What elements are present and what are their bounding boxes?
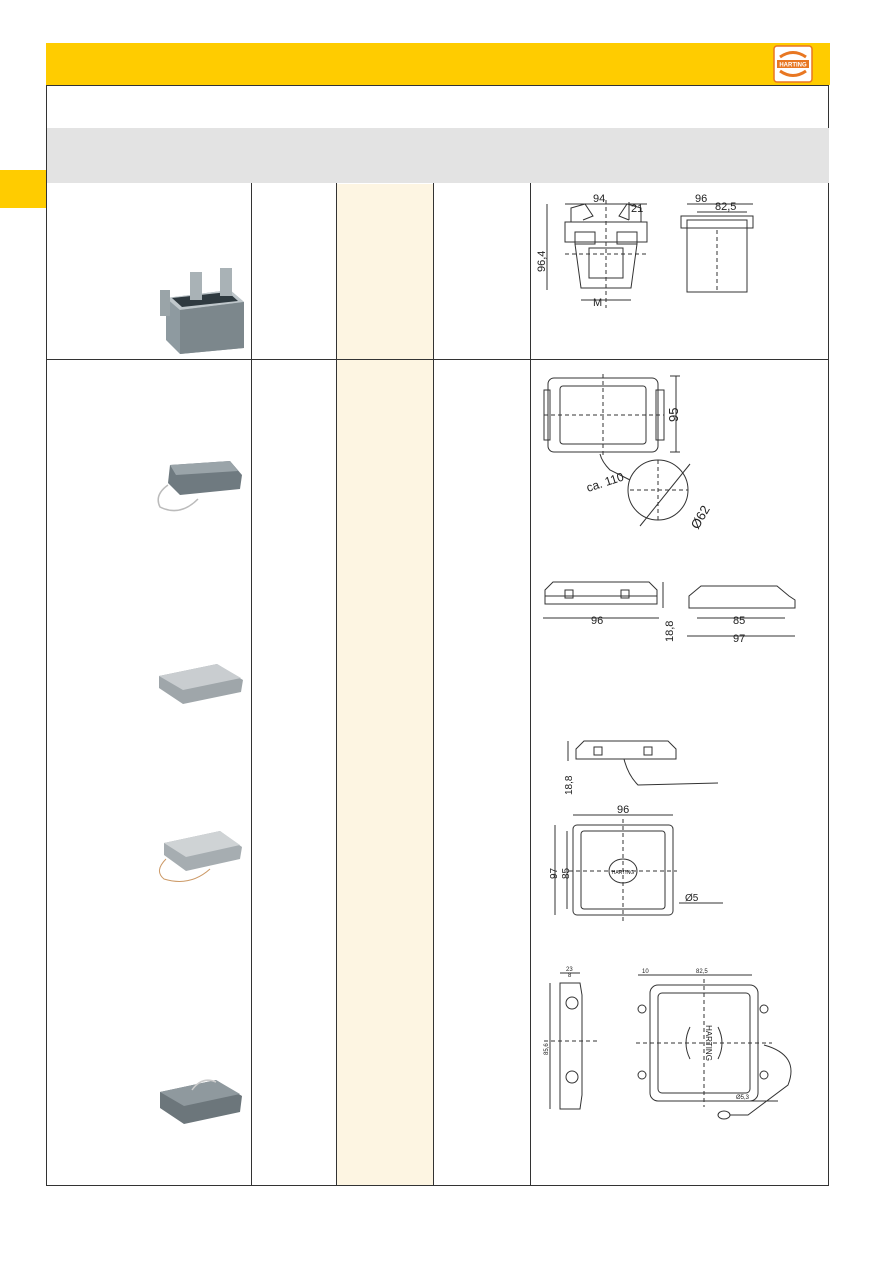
- dim-side-a-height: 18,8: [664, 621, 676, 642]
- product-photo-cover: [159, 664, 243, 704]
- dim-side-a-width: 96: [591, 615, 603, 627]
- dim-diameter: Ø62: [688, 503, 713, 532]
- product-photo-cover-dark: [160, 1079, 242, 1124]
- dim-metal-side-b: 8: [568, 973, 572, 979]
- dim-top-outer: 97: [549, 867, 560, 879]
- highlight-column: [337, 184, 433, 1185]
- dim-top-hole: Ø5: [685, 893, 699, 904]
- logo-label-vertical: HARTING: [704, 1025, 713, 1061]
- dim-cover-height: 95: [666, 408, 681, 422]
- dim-metal-top-a: 10: [642, 969, 649, 975]
- dim-side-b-inner: 85: [733, 615, 745, 627]
- column-divider: [251, 183, 252, 1185]
- drawing-cover-side: 96 18,8 85 97: [543, 581, 796, 644]
- product-photo-housing: [160, 268, 244, 354]
- column-divider: [530, 183, 531, 1185]
- product-photo-cover-cord: [157, 461, 242, 512]
- drawing-housing: 94 21 96,4 M 96 82,5: [536, 193, 754, 309]
- drawing-cover-metal: 23 8 85,6 10 82,5 HARTING Ø5,3: [544, 967, 792, 1120]
- dim-thread: M: [593, 297, 602, 309]
- drawing-cover-top: 95 ca. 110 Ø62: [543, 374, 713, 532]
- dim-width: 94: [593, 193, 605, 205]
- side-tab: [0, 170, 46, 208]
- column-divider: [336, 183, 337, 1185]
- product-table: [46, 85, 829, 1186]
- drawing-cover-cord-top: 96 97 85 HARTING Ø5: [549, 805, 723, 921]
- dim-metal-top-b: 82,5: [696, 969, 708, 975]
- dim-side: 21: [631, 203, 643, 215]
- table-header-band: [47, 128, 829, 183]
- dim-side-inner: 82,5: [715, 201, 736, 213]
- dim-side-b-width: 97: [733, 633, 745, 644]
- dim-side-width: 96: [695, 193, 707, 205]
- dim-cord-side-height: 18,8: [564, 775, 575, 795]
- dim-height: 96,4: [536, 251, 548, 272]
- dim-top-inner: 85: [561, 867, 572, 879]
- drawing-cover-cord-side: 18,8: [564, 740, 719, 795]
- header-bar: [46, 43, 830, 85]
- harting-logo: HARTING: [773, 45, 813, 83]
- column-divider: [433, 183, 434, 1185]
- logo-text: HARTING: [779, 63, 807, 69]
- dim-metal-hole: Ø5,3: [736, 1095, 750, 1101]
- dim-metal-side-height: 85,6: [544, 1043, 550, 1055]
- logo-label: HARTING: [612, 870, 635, 876]
- dim-top-width: 96: [617, 805, 629, 816]
- dim-metal-side-a: 23: [566, 967, 573, 973]
- dim-cable: ca. 110: [585, 470, 626, 495]
- product-photo-cover-cord-flat: [159, 831, 242, 882]
- row-divider: [47, 359, 829, 360]
